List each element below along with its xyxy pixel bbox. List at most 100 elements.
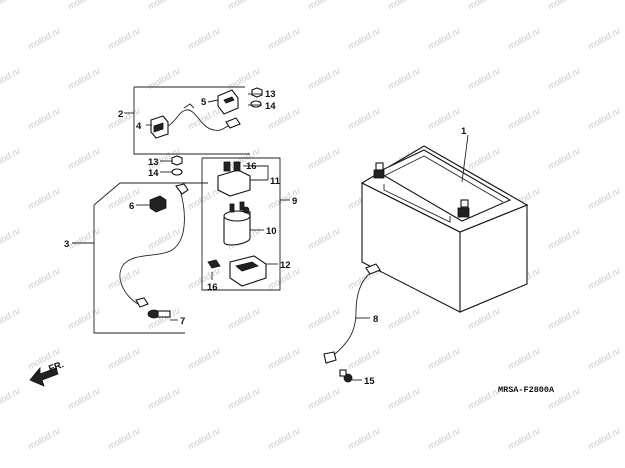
watermark-text: motod.ru xyxy=(386,385,422,411)
watermark-text: motod.ru xyxy=(106,265,142,291)
watermark-text: motod.ru xyxy=(546,305,582,331)
leader-lines xyxy=(72,93,469,381)
watermark-text: motod.ru xyxy=(586,265,622,291)
watermark-text: motod.ru xyxy=(66,65,102,91)
callout-13-upper: 13 xyxy=(265,89,276,100)
negative-cable-group xyxy=(93,182,208,334)
watermark-text: motod.ru xyxy=(306,305,342,331)
watermark-text: motod.ru xyxy=(0,65,22,91)
battery[interactable] xyxy=(360,145,529,313)
watermark-text: motod.ru xyxy=(546,65,582,91)
starter-relay-10[interactable] xyxy=(223,201,251,246)
positive-cable-group xyxy=(133,86,250,155)
callout-2: 2 xyxy=(118,109,123,120)
watermark-text: motod.ru xyxy=(266,25,302,51)
starter-relay-group xyxy=(201,157,281,291)
watermark-text: motod.ru xyxy=(106,345,142,371)
watermark-text: motod.ru xyxy=(26,25,62,51)
watermark-text: motod.ru xyxy=(586,105,622,131)
watermark-text: motod.ru xyxy=(186,345,222,371)
watermark-text: motod.ru xyxy=(0,385,22,411)
watermark-text: motod.ru xyxy=(466,65,502,91)
watermark-text: motod.ru xyxy=(146,0,182,12)
callout-labels: 1 2 4 5 13 14 13 14 3 6 7 16 11 9 10 12 … xyxy=(47,89,555,395)
callout-1: 1 xyxy=(461,126,467,137)
watermark-text: motod.ru xyxy=(506,345,542,371)
watermark-text: motod.ru xyxy=(0,305,22,331)
bolt-7[interactable] xyxy=(147,309,171,319)
watermark-text: motod.ru xyxy=(0,0,22,12)
terminal-cap-6[interactable] xyxy=(149,195,167,213)
watermark-text: motod.ru xyxy=(306,0,342,12)
watermark-text: motod.ru xyxy=(386,0,422,12)
watermark-text: motod.ru xyxy=(306,145,342,171)
callout-16-upper: 16 xyxy=(246,161,257,172)
watermark-text: motod.ru xyxy=(186,425,222,451)
callout-13-middle: 13 xyxy=(148,157,159,168)
watermark-text: motod.ru xyxy=(186,25,222,51)
watermark-text: motod.ru xyxy=(146,65,182,91)
washer-14-upper[interactable] xyxy=(250,100,262,108)
watermark-text: motod.ru xyxy=(26,425,62,451)
watermark-text: motod.ru xyxy=(26,185,62,211)
ground-cable-8[interactable] xyxy=(323,263,381,364)
watermark-text: motod.ru xyxy=(266,345,302,371)
callout-4: 4 xyxy=(136,121,142,132)
watermark-text: motod.ru xyxy=(186,185,222,211)
watermark-text: motod.ru xyxy=(306,225,342,251)
watermark-text: motod.ru xyxy=(226,305,262,331)
callout-12: 12 xyxy=(280,260,291,271)
watermark-text: motod.ru xyxy=(546,225,582,251)
watermark-text: motod.ru xyxy=(586,425,622,451)
watermark-text: motod.ru xyxy=(346,345,382,371)
watermark-text: motod.ru xyxy=(226,0,262,12)
watermark-text: motod.ru xyxy=(66,225,102,251)
front-marker: FR. xyxy=(47,359,65,375)
watermark-text: motod.ru xyxy=(346,25,382,51)
watermark-text: motod.ru xyxy=(306,385,342,411)
callout-3: 3 xyxy=(64,239,69,250)
watermark-text: motod.ru xyxy=(266,425,302,451)
callout-8: 8 xyxy=(373,314,378,325)
bolt-13-middle[interactable] xyxy=(171,155,183,166)
watermark-text: motod.ru xyxy=(146,225,182,251)
watermark-text: motod.ru xyxy=(466,0,502,12)
callout-14-middle: 14 xyxy=(148,168,159,179)
watermark-text: motod.ru xyxy=(426,105,462,131)
fuse-holder-11[interactable] xyxy=(217,161,251,197)
watermark-text: motod.ru xyxy=(66,385,102,411)
callout-15: 15 xyxy=(364,376,375,387)
watermark-text: motod.ru xyxy=(386,65,422,91)
terminal-cover-4[interactable] xyxy=(150,115,169,139)
callout-10: 10 xyxy=(266,226,277,237)
watermark-text: motod.ru xyxy=(586,185,622,211)
callout-9: 9 xyxy=(292,196,297,207)
watermark-text: motod.ru xyxy=(466,305,502,331)
watermark-text: motod.ru xyxy=(346,425,382,451)
watermark-text: motod.ru xyxy=(186,105,222,131)
watermark-text: motod.ru xyxy=(226,385,262,411)
watermark-text: motod.ru xyxy=(506,105,542,131)
bolt-13-upper[interactable] xyxy=(251,87,263,98)
clip-16-lower[interactable] xyxy=(207,259,221,269)
callout-5: 5 xyxy=(201,97,207,108)
watermark-text: motod.ru xyxy=(146,305,182,331)
callout-6: 6 xyxy=(129,201,134,212)
watermark-text: motod.ru xyxy=(586,25,622,51)
watermark-text: motod.ru xyxy=(306,65,342,91)
callout-7: 7 xyxy=(180,316,185,327)
relay-cover-12[interactable] xyxy=(229,255,267,287)
watermark-text: motod.ru xyxy=(66,305,102,331)
front-arrow xyxy=(29,366,59,387)
watermark-text: motod.ru xyxy=(426,25,462,51)
watermark-text: motod.ru xyxy=(106,185,142,211)
watermark-text: motod.ru xyxy=(546,0,582,12)
watermark-text: motod.ru xyxy=(106,425,142,451)
bolt-15[interactable] xyxy=(339,369,353,383)
watermark-text: motod.ru xyxy=(506,25,542,51)
watermark-text: motod.ru xyxy=(466,145,502,171)
terminal-cover-5[interactable] xyxy=(217,89,239,115)
washer-14-middle[interactable] xyxy=(171,168,183,176)
watermark-text: motod.ru xyxy=(106,25,142,51)
